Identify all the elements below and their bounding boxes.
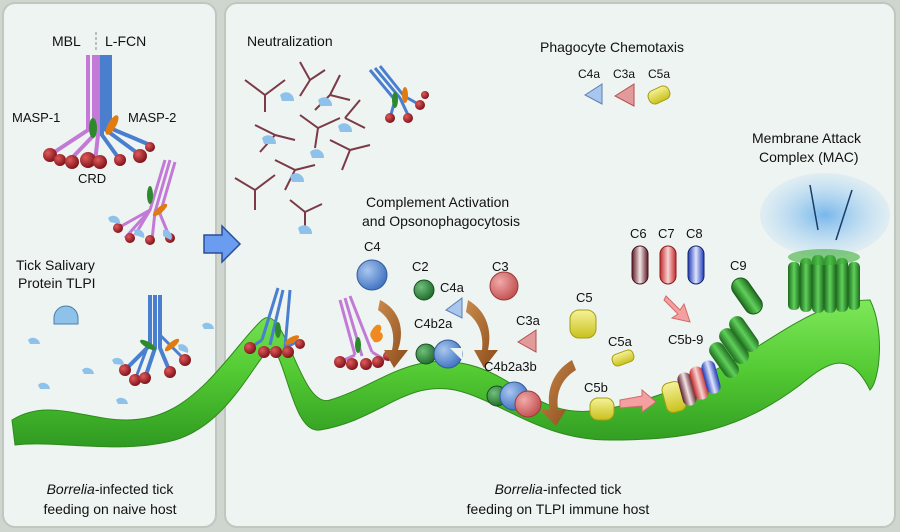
mbl-label: MBL (52, 33, 81, 49)
chemo-c3a-label: C3a (613, 67, 635, 81)
c3a-fragment (517, 329, 537, 353)
tlpi-icon (53, 305, 79, 325)
tlpi-label-line2: Protein TLPI (18, 275, 96, 291)
mac-arrow-right (835, 189, 853, 241)
mbl-complex-neutral (368, 65, 429, 123)
left-caption-line2: feeding on naive host (43, 501, 176, 517)
c8-molecule (687, 245, 705, 285)
free-tlpi-fragments (28, 322, 214, 404)
left-panel (2, 2, 217, 528)
c4b2a3b-label: C4b2a3b (484, 359, 537, 374)
chemo-c5a-label: C5a (648, 67, 670, 81)
c5b-label: C5b (584, 380, 608, 395)
chemo-c3a-shape (614, 83, 635, 107)
c5b9-assembling-complex (661, 316, 759, 414)
c2-molecule (413, 279, 435, 301)
cleavage-arrow-1 (378, 300, 408, 368)
crd-cluster (43, 142, 155, 169)
c5b9-label: C5b-9 (668, 332, 703, 347)
masp-cleavage-flame (370, 324, 383, 343)
c2-label: C2 (412, 259, 429, 274)
c5a-fragment (611, 349, 635, 367)
right-caption-rest: -infected tick (543, 481, 623, 497)
c3-label: C3 (492, 259, 509, 274)
c5b9-arrow (663, 295, 691, 323)
activation-label-line1: Complement Activation (366, 194, 509, 210)
c7-label: C7 (658, 226, 675, 241)
mbl-lfcn-complex (43, 55, 155, 169)
mbl-on-surface-1 (244, 287, 305, 358)
c4b2a3b-convertase (486, 381, 542, 418)
chemo-c5a-shape (647, 85, 671, 105)
masp1-shape (89, 118, 97, 138)
c5b-molecule (589, 397, 615, 421)
mac-arrow-left (809, 184, 819, 231)
c5a-label: C5a (608, 334, 633, 349)
c4b2a-convertase (415, 339, 463, 369)
c3-molecule (489, 271, 519, 301)
transition-arrow (203, 224, 242, 264)
mbl-tlpi-bound (108, 159, 177, 245)
c4-molecule (356, 259, 388, 291)
activation-label-line2: and Opsonophagocytosis (362, 213, 520, 229)
chemo-c4a-shape (584, 83, 603, 105)
masp2-shape (105, 115, 119, 135)
masp2-label: MASP-2 (128, 110, 176, 125)
c4-label: C4 (364, 239, 381, 254)
tlpi-label-line1: Tick Salivary (16, 257, 95, 273)
left-caption-italic: Borrelia (47, 481, 95, 497)
cleavage-arrow-2 (466, 300, 498, 368)
masp1-label: MASP-1 (12, 110, 60, 125)
cleavage-arrow-3 (540, 360, 576, 426)
c3a-label: C3a (516, 313, 541, 328)
crd-label: CRD (78, 171, 106, 186)
c6-label: C6 (630, 226, 647, 241)
mac-pore (788, 249, 860, 313)
c4b2a-label: C4b2a (414, 316, 453, 331)
c5-label: C5 (576, 290, 593, 305)
right-caption-line2: feeding on TLPI immune host (467, 501, 650, 517)
chemotaxis-title: Phagocyte Chemotaxis (540, 39, 684, 55)
right-caption-line1: Borrelia-infected tick (495, 481, 623, 497)
mac-label-line1: Membrane Attack (752, 130, 862, 146)
neutralized-tlpi (262, 92, 353, 234)
c8-label: C8 (686, 226, 703, 241)
c7-molecule (659, 245, 677, 285)
assembly-arrow (619, 388, 657, 413)
antibody-network (234, 61, 371, 232)
mac-label-line2: Complex (MAC) (759, 149, 859, 165)
neutralization-label: Neutralization (247, 33, 333, 49)
chemo-c4a-label: C4a (578, 67, 600, 81)
left-caption-rest: -infected tick (95, 481, 175, 497)
mac-ion-cloud (760, 173, 890, 257)
c5-molecule (569, 309, 597, 339)
c6-molecule (631, 245, 649, 285)
right-caption-italic: Borrelia (495, 481, 543, 497)
left-caption-line1: Borrelia-infected tick (47, 481, 175, 497)
mbl-tlpi-complex-2 (112, 295, 191, 386)
c9-label: C9 (730, 258, 747, 273)
c4a-fragment (445, 297, 463, 319)
c4a-label: C4a (440, 280, 465, 295)
c9-molecule (731, 277, 763, 315)
lfcn-label: L-FCN (105, 33, 146, 49)
